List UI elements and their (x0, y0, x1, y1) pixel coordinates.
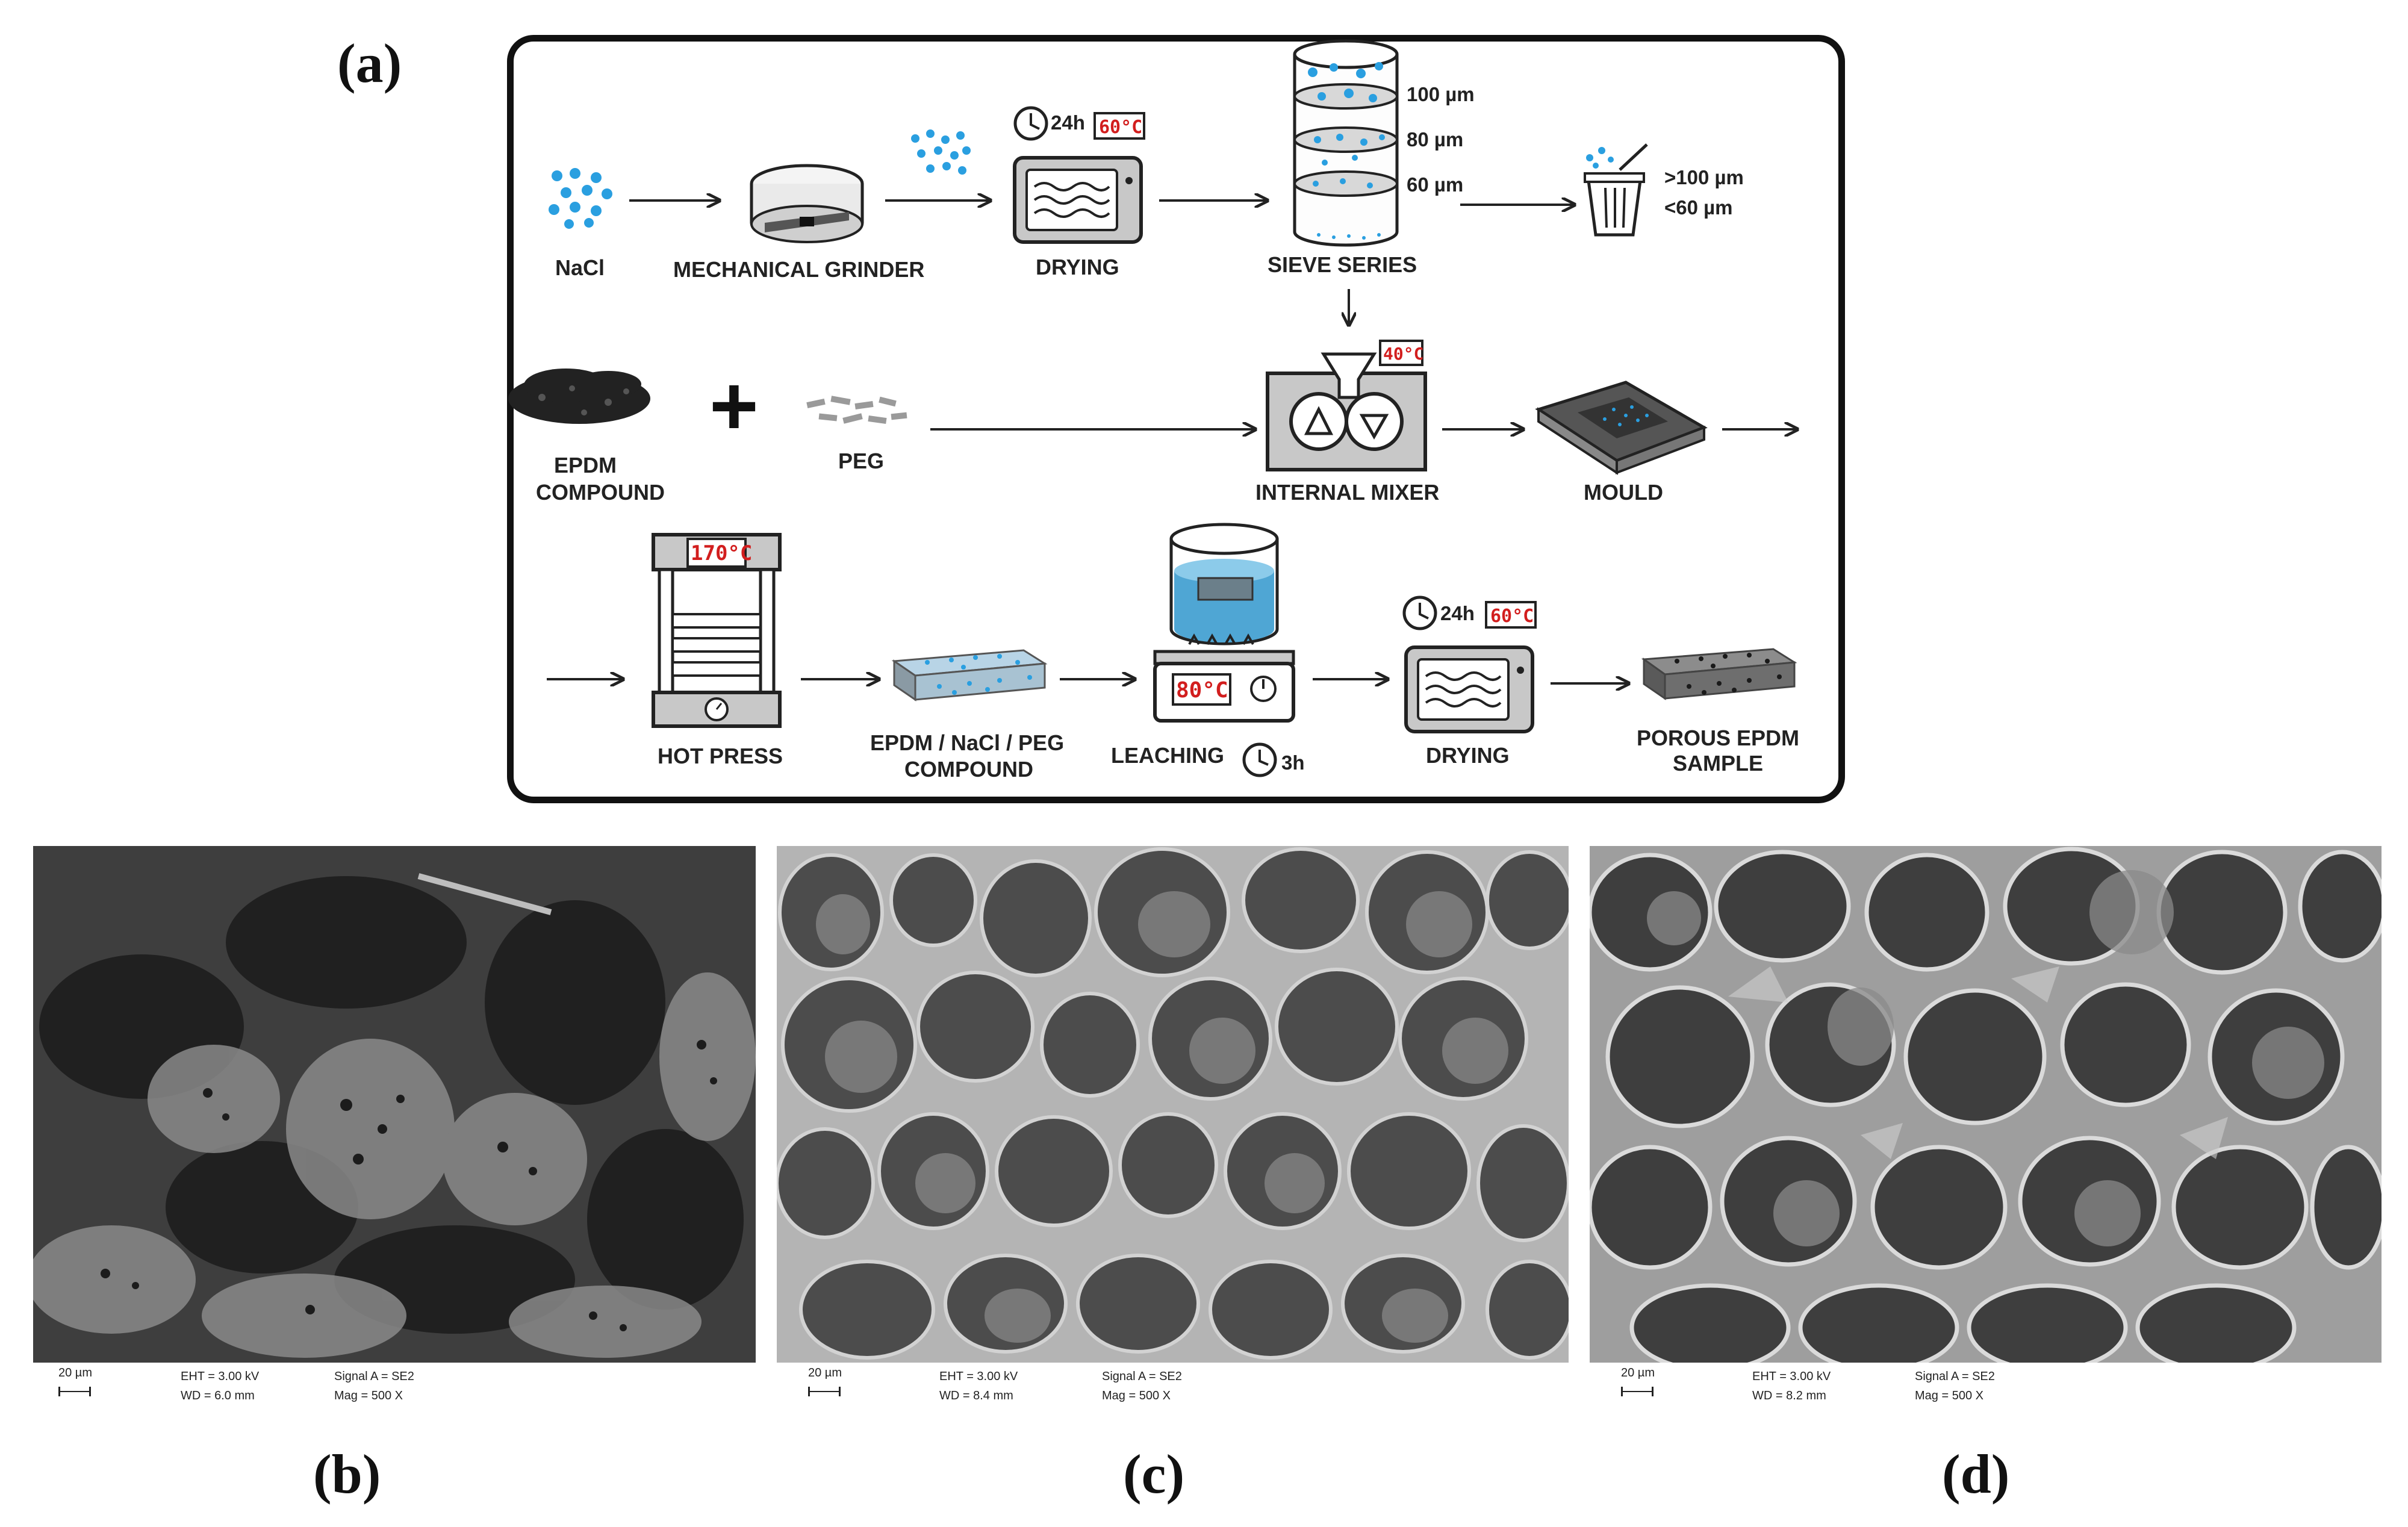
signal-label-c: Signal A = SE2 (1102, 1370, 1182, 1383)
signal-label-b: Signal A = SE2 (334, 1370, 414, 1383)
press-temp-display: 170°C (691, 541, 752, 565)
eht-label-c: EHT = 3.00 kV (939, 1370, 1018, 1383)
eht-label-d: EHT = 3.00 kV (1752, 1370, 1831, 1383)
process-flow-drawing: NaCl MECHANICAL GRINDER 60°C 24h DRYING (508, 39, 1799, 782)
drying-time-label: 24h (1051, 111, 1085, 134)
sem-image-d: 20 µm EHT = 3.00 kV WD = 8.2 mm Signal A… (1590, 846, 2382, 1412)
epdm-label-line1: EPDM (554, 453, 617, 477)
compound-label-line1: EPDM / NaCl / PEG (870, 730, 1064, 755)
sieve-size-80: 80 µm (1407, 128, 1463, 151)
mag-label-d: Mag = 500 X (1915, 1389, 1983, 1402)
hot-press-label: HOT PRESS (658, 744, 783, 768)
scale-label-b: 20 µm (58, 1366, 92, 1379)
timer-icon (1242, 742, 1277, 777)
drying-label: DRYING (1036, 255, 1119, 279)
sem-micrograph-b (33, 846, 756, 1363)
sieve-size-60: 60 µm (1407, 173, 1463, 196)
signal-label-d: Signal A = SE2 (1915, 1370, 1995, 1383)
sem-micrograph-d (1590, 846, 2382, 1363)
discard-above-label: >100 µm (1664, 166, 1744, 188)
porous-label-line1: POROUS EPDM (1637, 726, 1799, 750)
drying2-label: DRYING (1426, 743, 1510, 768)
sem-info-bar-b: 20 µm EHT = 3.00 kV WD = 6.0 mm Signal A… (33, 1363, 756, 1412)
leaching-time-label: 3h (1281, 751, 1305, 774)
porous-label-line2: SAMPLE (1673, 751, 1763, 776)
drying-oven-2-icon: 60°C (1402, 596, 1537, 733)
mixer-temp-display: 40°C (1383, 344, 1423, 364)
epdm-compound-icon (508, 369, 650, 424)
panel-label-a: (a) (337, 33, 402, 94)
leaching-beaker-icon (1169, 523, 1279, 645)
sem-info-bar-c: 20 µm EHT = 3.00 kV WD = 8.4 mm Signal A… (777, 1363, 1569, 1412)
discard-below-label: <60 µm (1664, 196, 1733, 219)
mag-label-c: Mag = 500 X (1102, 1389, 1171, 1402)
panel-label-d: (d) (1942, 1443, 2010, 1505)
sieve-size-100: 100 µm (1407, 83, 1475, 105)
compound-slab-icon (891, 649, 1048, 701)
plus-sign: + (709, 358, 759, 453)
scale-bar-b (58, 1387, 91, 1396)
scale-label-c: 20 µm (808, 1366, 842, 1379)
drying-oven-icon: 60°C (1013, 106, 1145, 244)
oven2-temp-display: 60°C (1490, 606, 1534, 627)
salt-powder-icon (911, 129, 971, 175)
eht-label-b: EHT = 3.00 kV (181, 1370, 260, 1383)
wd-label-c: WD = 8.4 mm (939, 1389, 1013, 1402)
mould-label: MOULD (1584, 480, 1663, 505)
panel-label-c: (c) (1123, 1443, 1185, 1505)
grinder-label: MECHANICAL GRINDER (673, 257, 924, 282)
mould-icon (1535, 381, 1708, 475)
hot-press-icon: 170°C (652, 533, 782, 728)
nacl-crystals-icon (549, 168, 612, 229)
internal-mixer-icon: 40°C (1266, 340, 1427, 471)
scale-bar-d (1621, 1387, 1654, 1396)
porous-sample-icon (1641, 648, 1797, 700)
wd-label-d: WD = 8.2 mm (1752, 1389, 1826, 1402)
mechanical-grinder-icon (750, 164, 864, 243)
mag-label-b: Mag = 500 X (334, 1389, 403, 1402)
epdm-label-line2: COMPOUND (536, 480, 665, 505)
internal-mixer-label: INTERNAL MIXER (1255, 480, 1439, 505)
sem-image-c: 20 µm EHT = 3.00 kV WD = 8.4 mm Signal A… (777, 846, 1569, 1412)
peg-flakes-icon (806, 396, 907, 425)
leaching-label: LEACHING (1111, 743, 1224, 768)
sieve-series-label: SIEVE SERIES (1268, 252, 1417, 277)
scale-bar-c (808, 1387, 841, 1396)
panel-label-b: (b) (313, 1443, 381, 1505)
sieve-series-icon (1293, 39, 1399, 247)
sem-info-bar-d: 20 µm EHT = 3.00 kV WD = 8.2 mm Signal A… (1590, 1363, 2382, 1412)
sem-micrograph-c (777, 846, 1569, 1363)
nacl-label: NaCl (555, 255, 605, 280)
peg-label: PEG (838, 449, 884, 473)
scale-label-d: 20 µm (1621, 1366, 1655, 1379)
sem-image-b: 20 µm EHT = 3.00 kV WD = 6.0 mm Signal A… (33, 846, 756, 1412)
trash-bin-icon (1584, 143, 1648, 237)
drying2-time-label: 24h (1440, 602, 1475, 624)
oven-temp-display: 60°C (1099, 117, 1142, 138)
leach-temp-display: 80°C (1176, 678, 1228, 703)
compound-label-line2: COMPOUND (904, 757, 1033, 782)
wd-label-b: WD = 6.0 mm (181, 1389, 255, 1402)
hot-plate-icon: 80°C (1153, 650, 1295, 723)
